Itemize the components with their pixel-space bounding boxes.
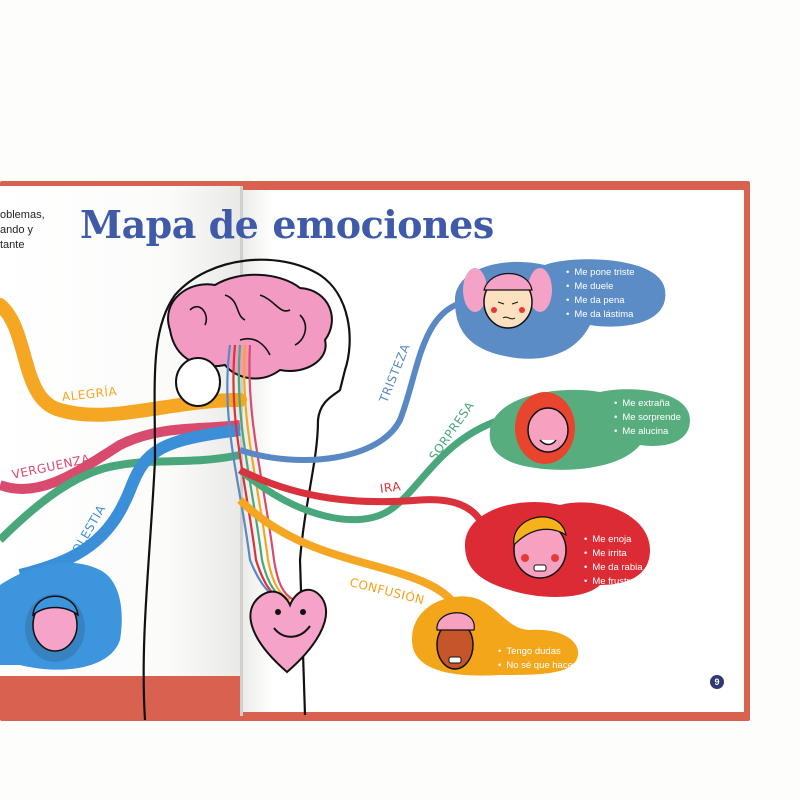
left-text-line: oblemas, (0, 209, 45, 221)
face-confusion (436, 612, 475, 670)
left-text-line: ando y (0, 224, 34, 236)
cerebellum (175, 357, 221, 407)
tristeza-list: Me pone triste Me duele Me da pena Me da… (566, 266, 635, 322)
ribbon-molestia (18, 424, 241, 581)
face-tristeza (463, 268, 552, 329)
list-item: Me irrita (584, 547, 643, 561)
list-item: Me pone triste (566, 266, 634, 280)
heart (249, 588, 328, 674)
left-page-text-snippet: oblemas, ando y tante (0, 208, 45, 253)
ribbon-sorpresa (237, 416, 502, 524)
list-item: No sé que hacer (498, 659, 576, 673)
list-item: Me extraña (614, 397, 681, 411)
list-item: Tengo dudas (498, 645, 576, 659)
sorpresa-list: Me extraña Me sorprende Me alucina (614, 397, 681, 439)
list-item: Me frustra (584, 575, 643, 589)
face-ira (513, 516, 567, 579)
brain (167, 273, 333, 380)
left-text-line: tante (0, 239, 25, 251)
confusion-list: Tengo dudas No sé que hacer (498, 645, 576, 673)
face-sorpresa (515, 392, 575, 464)
list-item: Me sorprende (614, 411, 681, 425)
list-item: Me da pena (566, 294, 635, 308)
ribbon-sorpresa-left (0, 451, 241, 543)
ribbon-ira (238, 466, 483, 523)
list-item: Me da lástima (566, 308, 635, 322)
list-item: Me da rabia (584, 561, 642, 575)
ribbon-tristeza (239, 297, 481, 463)
title-part-2: emociones (272, 202, 494, 247)
face-molestia (25, 594, 85, 662)
ira-list: Me enoja Me irrita Me da rabia Me frustr… (584, 533, 643, 589)
list-item: Me alucina (614, 425, 681, 439)
label-ira: IRA (379, 479, 402, 496)
title-part-1: Mapa de (80, 202, 259, 247)
page-title: Mapa de emociones (80, 202, 494, 247)
page-number-badge: 9 (710, 675, 724, 689)
ribbon-alegria (0, 298, 247, 422)
list-item: Me enoja (584, 533, 643, 547)
list-item: Me duele (566, 280, 635, 294)
ribbon-verguenza (0, 420, 241, 494)
head-outline (142, 258, 351, 721)
